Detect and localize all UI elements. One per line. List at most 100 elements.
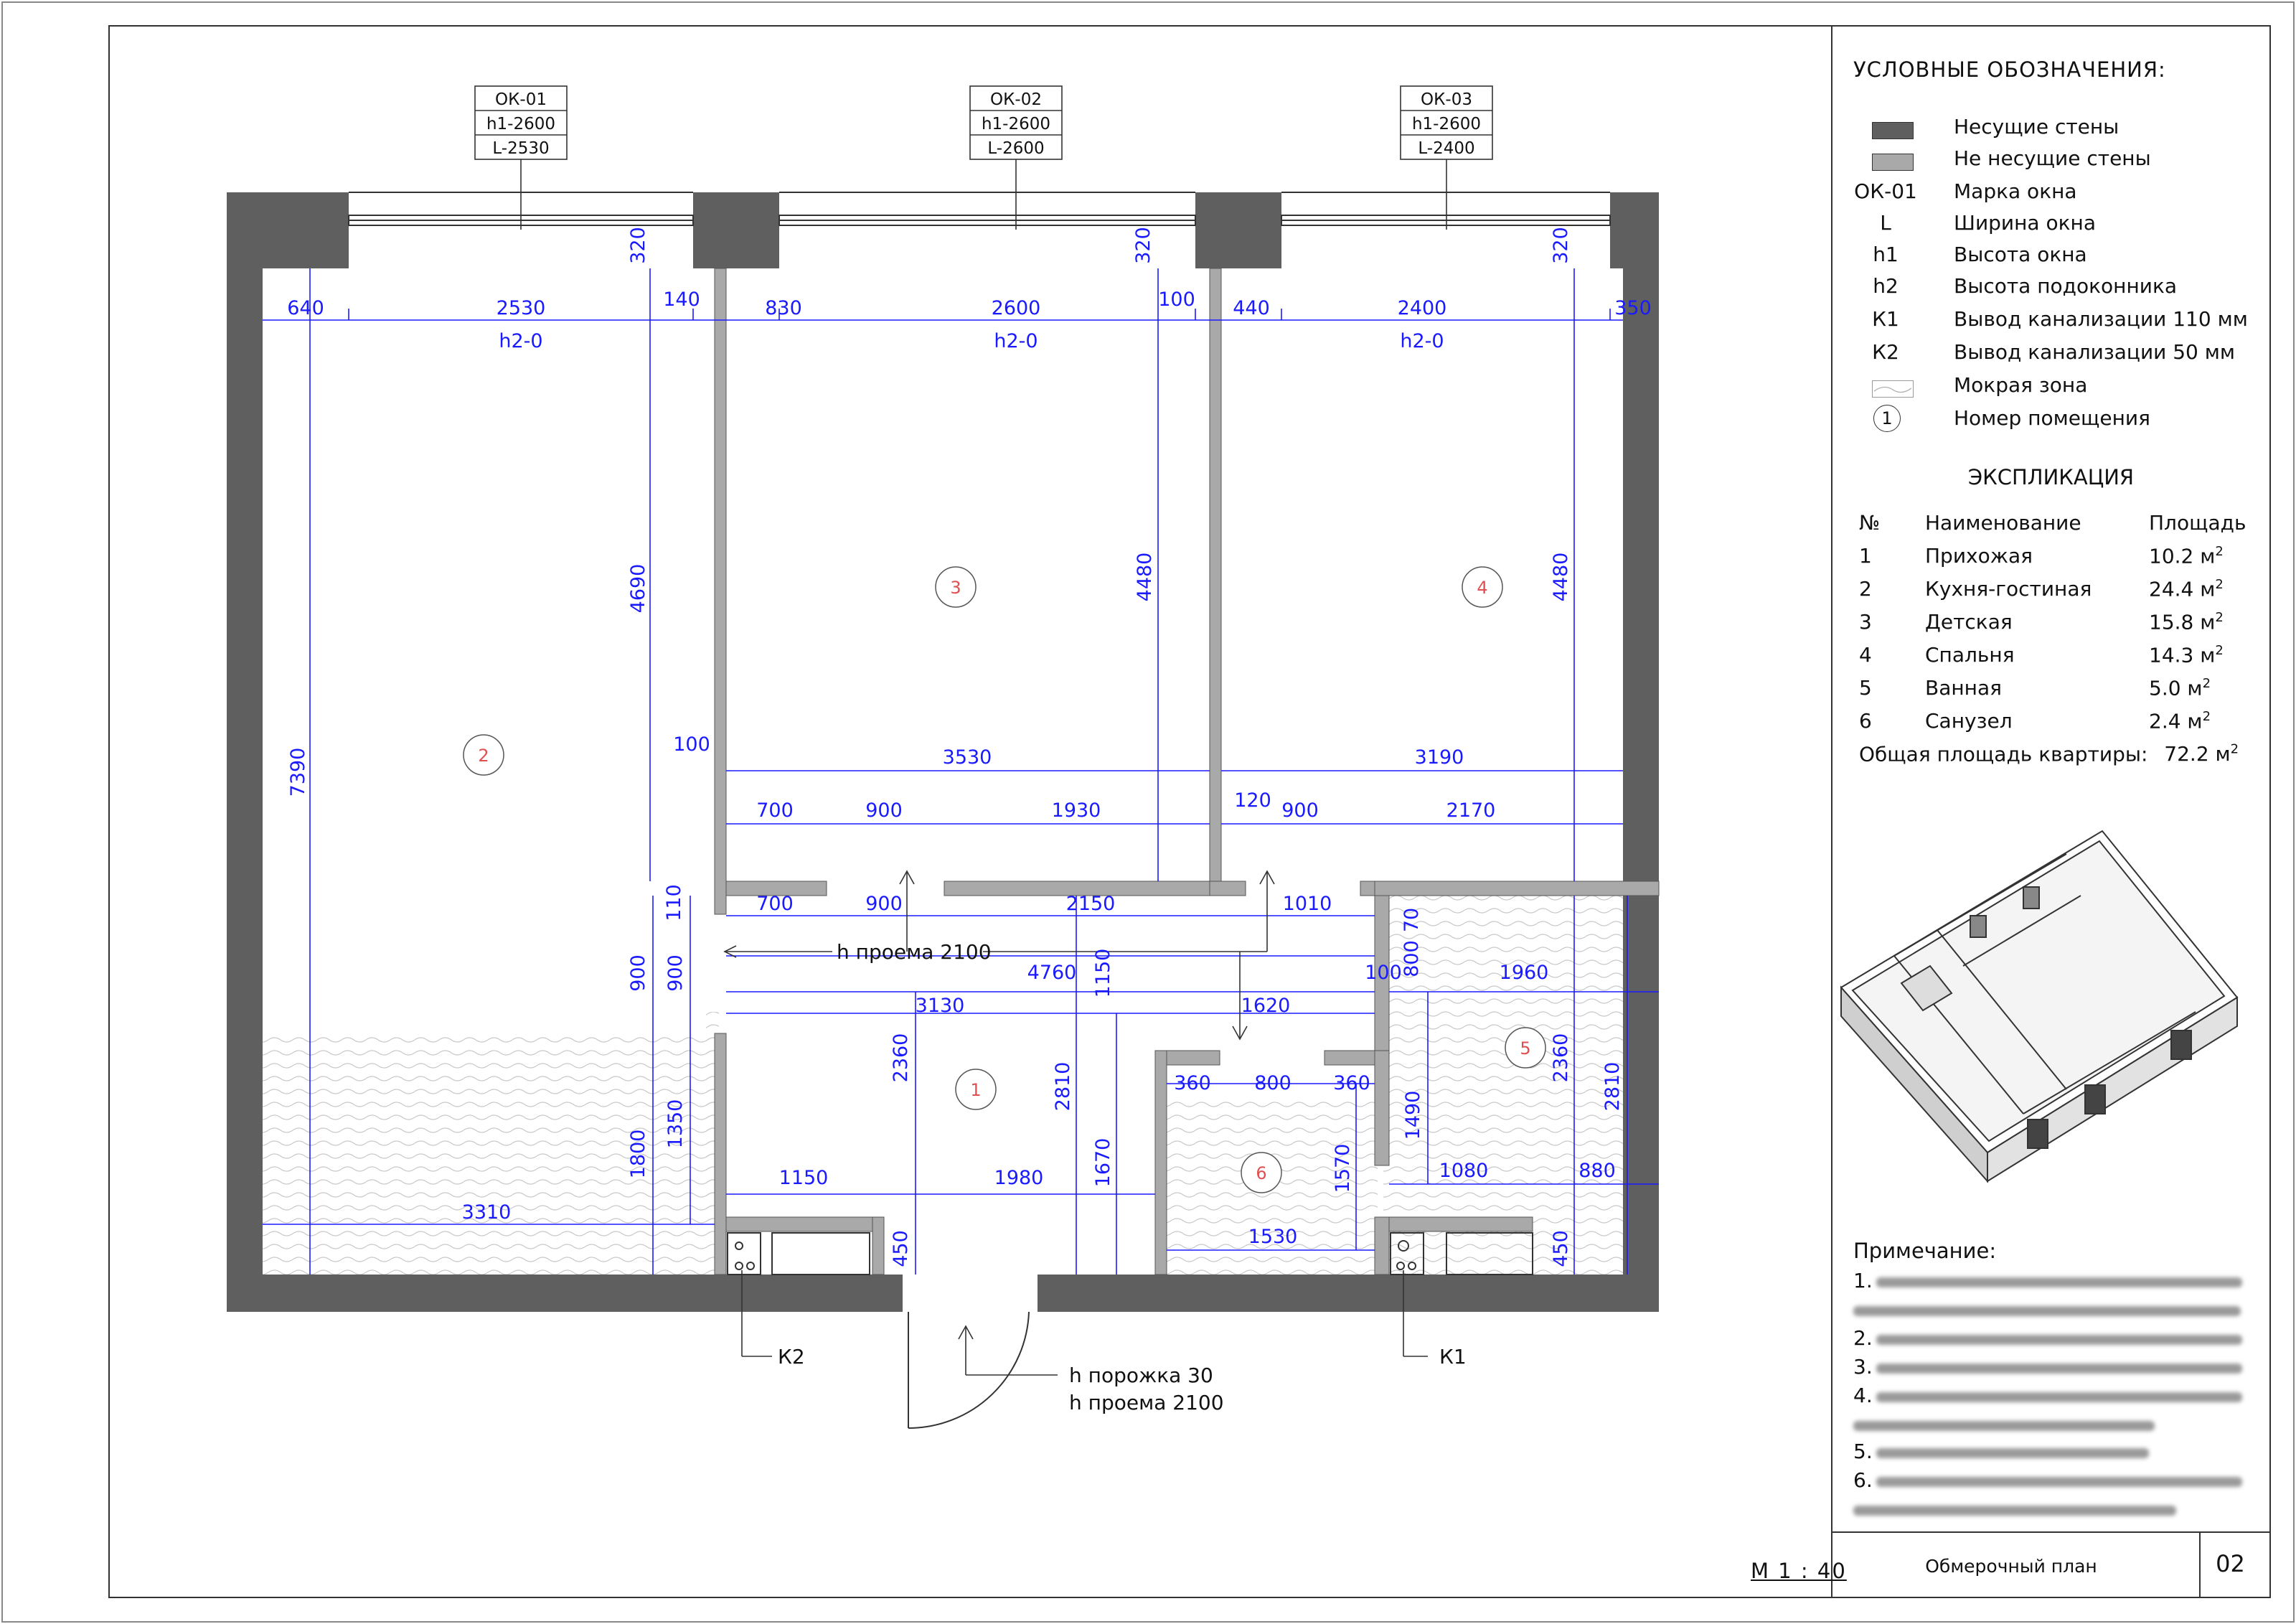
col-area: Площадь — [2149, 511, 2246, 535]
legend-text: Высота подоконника — [1954, 274, 2178, 298]
room-number-6: 6 — [1256, 1163, 1266, 1183]
room-number-3: 3 — [950, 578, 961, 598]
dim-320-c: 320 — [1550, 227, 1572, 264]
redacted-note-line — [1876, 1477, 2242, 1487]
window-l-1: L-2530 — [492, 139, 549, 158]
door-opening-label: h проема 2100 — [1069, 1391, 1224, 1414]
room-number-4: 4 — [1477, 578, 1487, 598]
legend-title: УСЛОВНЫЕ ОБОЗНАЧЕНИЯ: — [1853, 57, 2166, 82]
dim-450-b: 450 — [1550, 1230, 1572, 1267]
dim-1570: 1570 — [1332, 1144, 1354, 1193]
fixtures — [727, 1232, 1533, 1275]
leaders — [520, 132, 1447, 1376]
dim-900-c: 900 — [865, 893, 903, 915]
opening-height-label: h проема 2100 — [837, 940, 992, 964]
room-number-symbol: 1 — [1873, 405, 1901, 432]
partition-swatch — [1872, 154, 1914, 171]
redacted-note-line — [1876, 1363, 2242, 1374]
legend-text: Высота окна — [1954, 243, 2087, 266]
legend-text: Не несущие стены — [1954, 146, 2151, 170]
window-mark-boxes — [474, 85, 1493, 160]
legend-text: Марка окна — [1954, 179, 2077, 203]
dim-1490: 1490 — [1402, 1091, 1424, 1140]
dim-900-b: 900 — [1281, 799, 1319, 822]
dim-100-mid: 100 — [673, 733, 710, 756]
window-h1-1: h1-2600 — [486, 115, 555, 133]
dim-900-e: 900 — [664, 954, 687, 992]
dim-2600: 2600 — [992, 297, 1041, 319]
explication-title: ЭКСПЛИКАЦИЯ — [1967, 465, 2135, 489]
sheet-title: Обмерочный план — [1925, 1556, 2097, 1577]
redacted-note-line — [1876, 1335, 2242, 1345]
dim-3530: 3530 — [943, 746, 992, 769]
redacted-note-line — [1876, 1448, 2149, 1458]
window-l-2: L-2600 — [987, 139, 1044, 158]
legend-symbol: К2 — [1872, 340, 1899, 364]
dim-1530: 1530 — [1248, 1226, 1298, 1248]
legend-text: Мокрая зона — [1954, 373, 2088, 397]
window-mark-2: ОК-02 — [990, 90, 1042, 109]
row-number: 6 — [1859, 709, 1872, 733]
dim-1620: 1620 — [1241, 995, 1291, 1017]
legend-symbol: ОК-01 — [1854, 179, 1917, 203]
redacted-note-line — [1853, 1506, 2176, 1516]
redacted-note-line — [1853, 1306, 2241, 1316]
row-number: 3 — [1859, 610, 1872, 634]
dim-1150-h: 1150 — [779, 1167, 829, 1189]
isometric-view — [1840, 830, 2239, 1183]
legend-symbol: К1 — [1872, 307, 1899, 331]
dim-2810-a: 2810 — [1052, 1062, 1074, 1112]
dim-100-top: 100 — [1158, 288, 1195, 311]
dim-2360-a: 2360 — [890, 1033, 912, 1083]
dim-360-a: 360 — [1174, 1072, 1211, 1094]
dim-320-b: 320 — [1132, 227, 1154, 264]
total-area: Общая площадь квартиры: 72.2 м2 — [1859, 742, 2239, 766]
dim-350: 350 — [1614, 297, 1652, 319]
window-h1-2: h1-2600 — [982, 115, 1050, 133]
total-area-label: Общая площадь квартиры: — [1859, 742, 2148, 766]
row-name: Ванная — [1925, 676, 2002, 700]
dim-3310: 3310 — [462, 1201, 512, 1224]
sheet-number: 02 — [2216, 1550, 2245, 1577]
dim-1800: 1800 — [627, 1130, 649, 1179]
note-number: 4. — [1853, 1384, 1873, 1407]
threshold-label: h порожка 30 — [1069, 1363, 1213, 1387]
entrance-door — [908, 1311, 1030, 1429]
dim-640: 640 — [287, 297, 324, 319]
window-h1-3: h1-2600 — [1412, 115, 1481, 133]
sill-height-3: h2-0 — [1400, 330, 1444, 352]
dim-140: 140 — [663, 288, 700, 311]
dim-880: 880 — [1578, 1160, 1616, 1182]
bearing-wall-swatch — [1872, 122, 1914, 139]
row-area: 10.2 м2 — [2149, 544, 2224, 568]
legend-text: Вывод канализации 50 мм — [1954, 340, 2236, 364]
dim-7390: 7390 — [287, 748, 309, 797]
dim-800-b: 800 — [1254, 1072, 1292, 1094]
dim-1930: 1930 — [1052, 799, 1101, 822]
row-area: 15.8 м2 — [2149, 610, 2224, 634]
wet-zone-swatch — [1872, 380, 1914, 398]
dim-4760: 4760 — [1027, 962, 1077, 984]
row-number: 1 — [1859, 544, 1872, 568]
redacted-note-line — [1853, 1421, 2155, 1431]
dim-440: 440 — [1233, 297, 1270, 319]
dim-2530: 2530 — [497, 297, 546, 319]
legend-panel: УСЛОВНЫЕ ОБОЗНАЧЕНИЯ: Несущие стены Не н… — [1832, 26, 2270, 1597]
window-l-3: L-2400 — [1418, 139, 1474, 158]
row-name: Детская — [1925, 610, 2013, 634]
legend-symbol: h2 — [1873, 274, 1899, 298]
dim-2810-b: 2810 — [1601, 1062, 1624, 1112]
dim-3190: 3190 — [1415, 746, 1464, 769]
note-number: 1. — [1853, 1269, 1873, 1292]
windows — [348, 192, 1611, 226]
dim-1010: 1010 — [1283, 893, 1332, 915]
row-name: Санузел — [1925, 709, 2013, 733]
row-number: 5 — [1859, 676, 1872, 700]
dim-1080: 1080 — [1439, 1160, 1489, 1182]
row-area: 2.4 м2 — [2149, 709, 2211, 733]
dim-110: 110 — [663, 884, 685, 921]
room-markers — [463, 566, 1546, 1193]
dim-900-a: 900 — [865, 799, 903, 822]
legend-text: Несущие стены — [1954, 115, 2119, 139]
window-mark-3: ОК-03 — [1421, 90, 1472, 109]
